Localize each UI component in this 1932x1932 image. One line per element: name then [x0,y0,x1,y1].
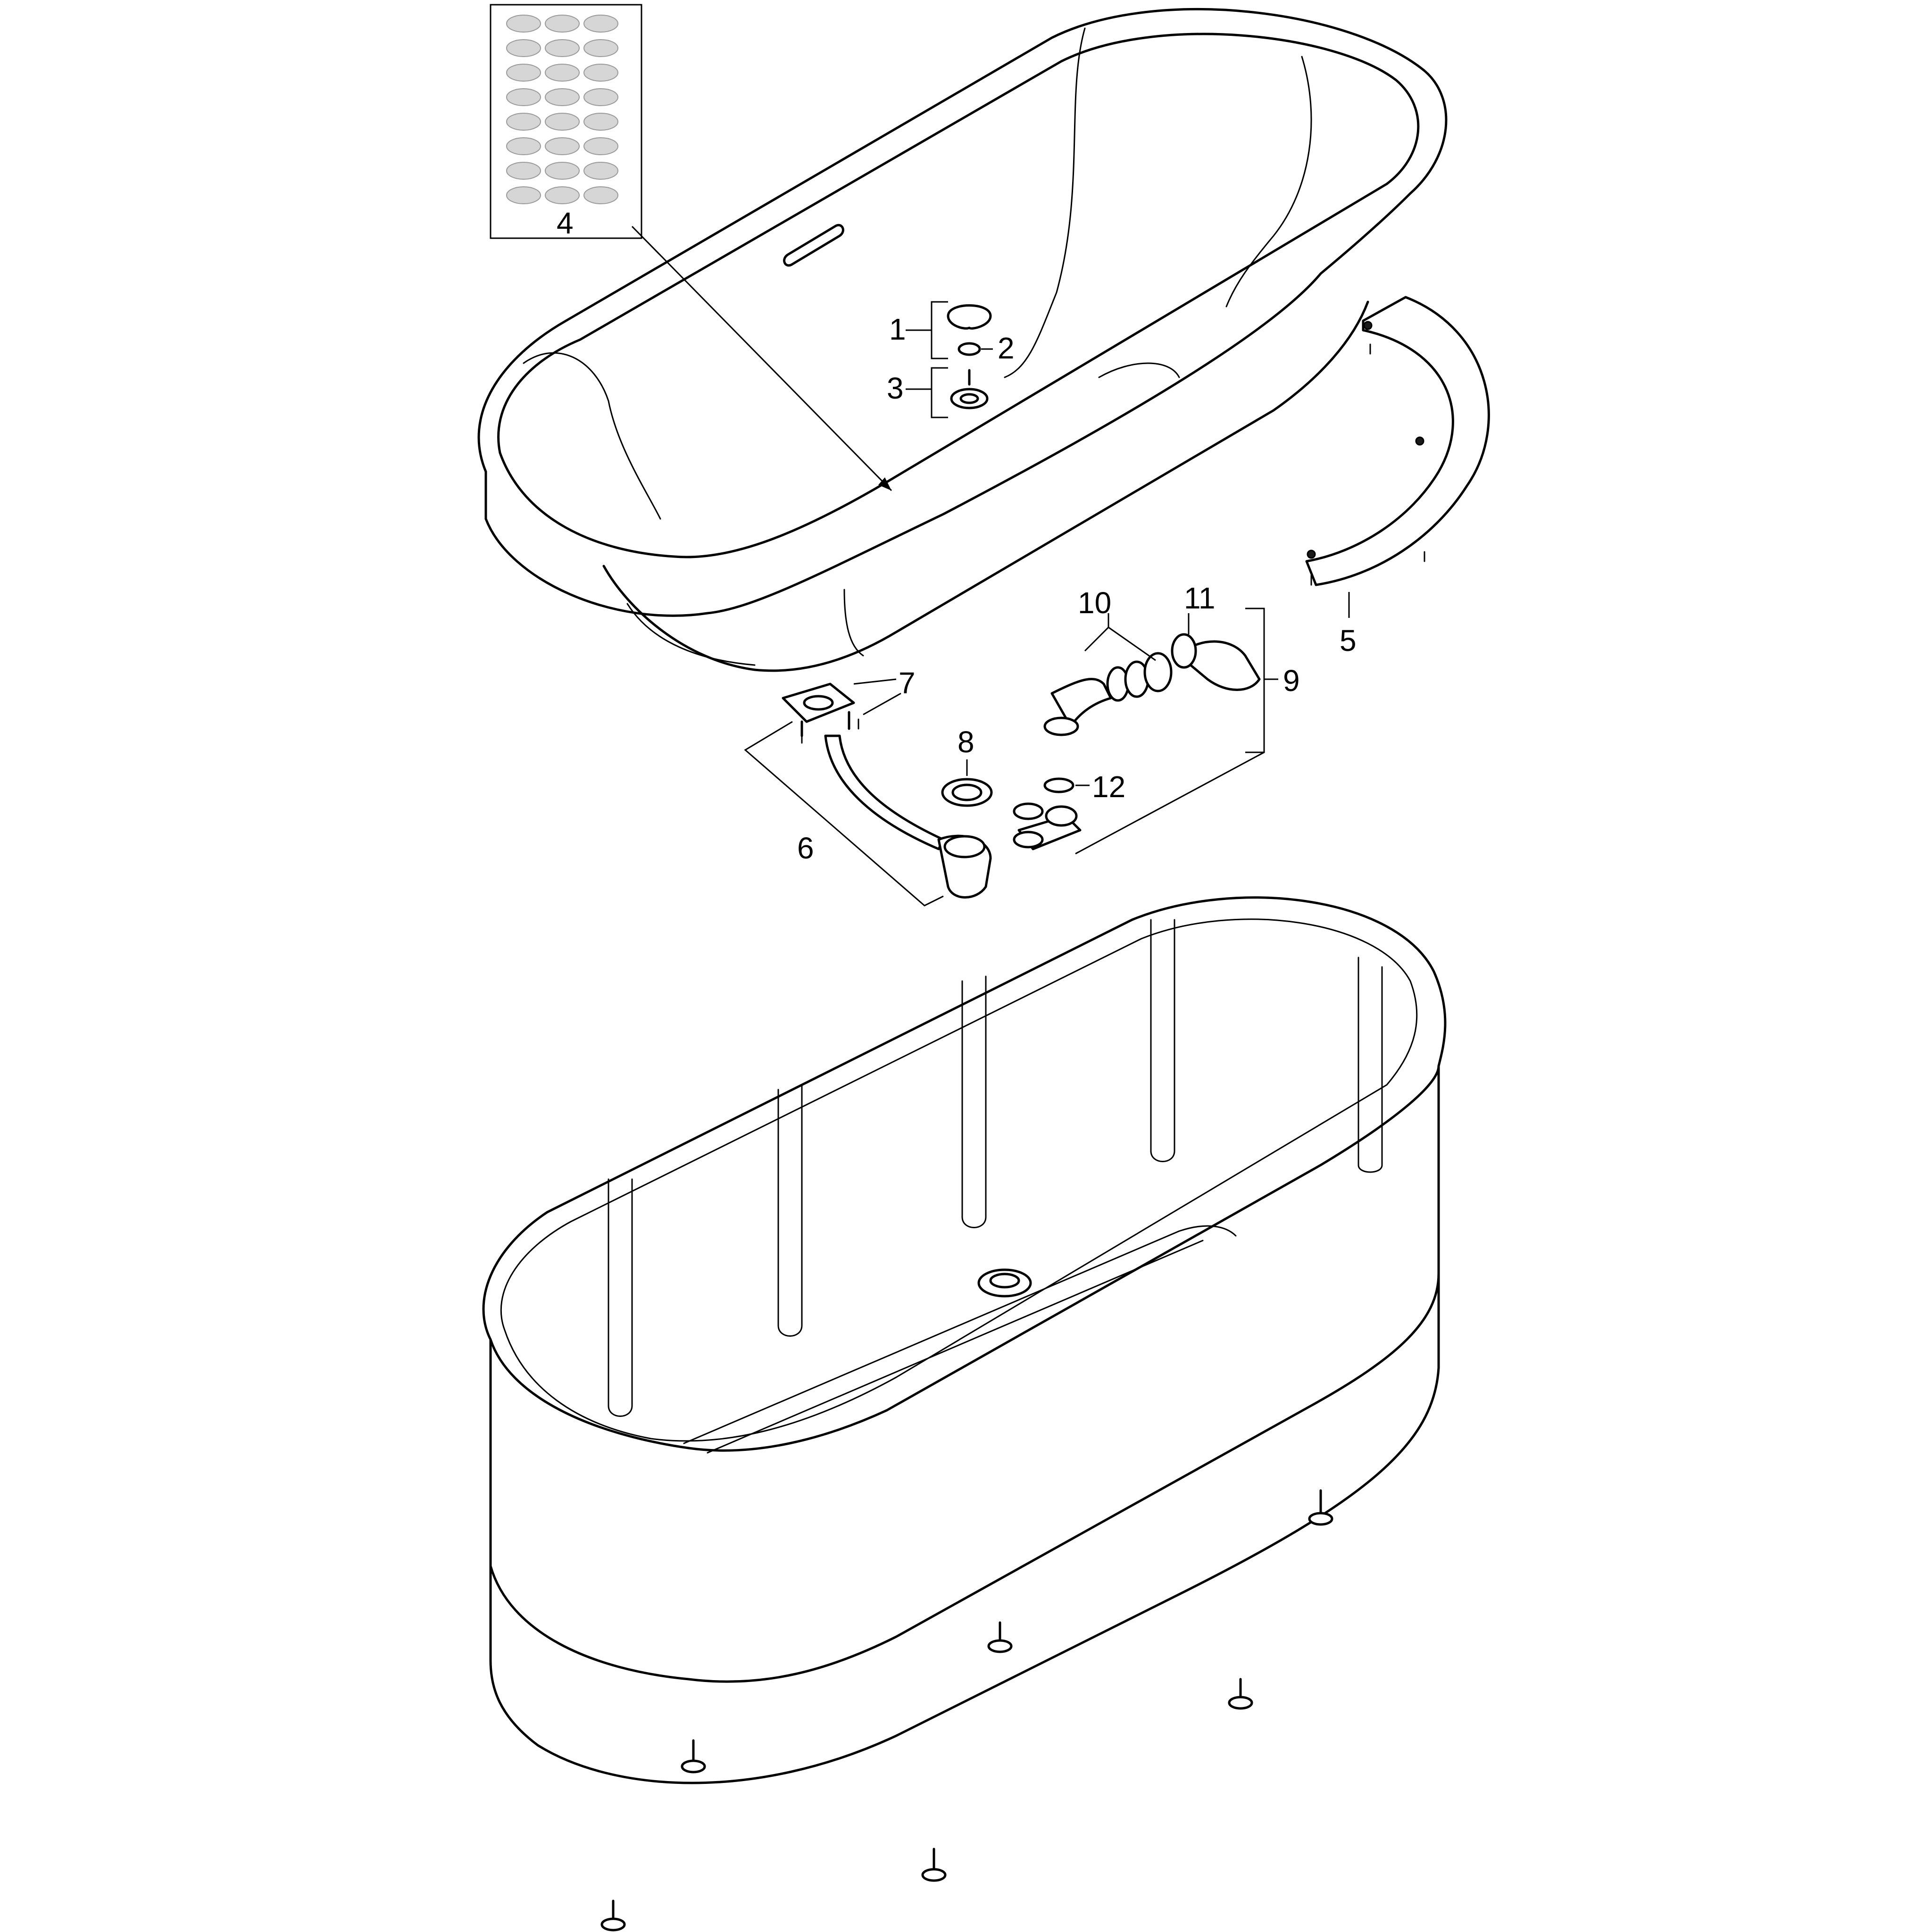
adhesive-pad [583,88,618,106]
leveling-feet [600,1489,1333,1932]
adhesive-pad [545,113,580,131]
foot [1308,1489,1333,1526]
adhesive-pad [583,113,618,131]
adhesive-pad [583,39,618,57]
callout-2: 2 [998,331,1015,365]
bathtub-shell [477,8,1448,672]
callout-5: 5 [1340,624,1357,658]
adhesive-pad [545,64,580,82]
adhesive-pad [506,39,541,57]
adhesive-pad [506,113,541,131]
adhesive-pad [583,15,618,33]
callout-8: 8 [958,725,974,759]
waste-assembly [744,678,992,907]
callout-6: 6 [797,831,814,865]
adhesive-pad [506,64,541,82]
adhesive-pad [545,186,580,204]
adhesive-pad [545,15,580,33]
adhesive-pad [583,64,618,82]
pad-array [506,15,618,204]
adhesive-pad [545,162,580,180]
callout-1: 1 [889,312,906,346]
callout-labels: 1 2 3 4 5 6 7 8 9 10 11 12 [557,206,1357,865]
union-nut [941,759,993,807]
skirt-panel [1305,296,1490,618]
frame-ribs [608,919,1383,1417]
adhesive-pad [506,15,541,33]
support-frame [482,896,1447,1784]
callout-11: 11 [1184,581,1215,615]
adhesive-pad [545,137,580,155]
adhesive-pad [506,162,541,180]
foot [987,1621,1013,1653]
adhesive-pads-box [490,4,642,239]
plug-cap [947,304,992,330]
adhesive-pad [506,137,541,155]
waste-hose [824,734,945,850]
callout-3: 3 [887,371,904,405]
foot [1228,1678,1253,1710]
callout-10: 10 [1078,586,1111,620]
seal-ring [958,342,981,356]
callout-4: 4 [557,206,574,240]
adhesive-pad [545,88,580,106]
adhesive-pad [583,137,618,155]
foot [921,1848,947,1882]
drain-plug-group [906,301,993,418]
siphon-group [1013,608,1278,855]
adhesive-pad [583,186,618,204]
callout-12: 12 [1092,770,1125,804]
callout-9: 9 [1283,664,1300,698]
callout-7: 7 [899,666,916,700]
adhesive-pad [506,88,541,106]
adhesive-pad [506,186,541,204]
foot [681,1739,706,1774]
foot [600,1899,626,1932]
adhesive-pad [545,39,580,57]
adhesive-pad [583,162,618,180]
